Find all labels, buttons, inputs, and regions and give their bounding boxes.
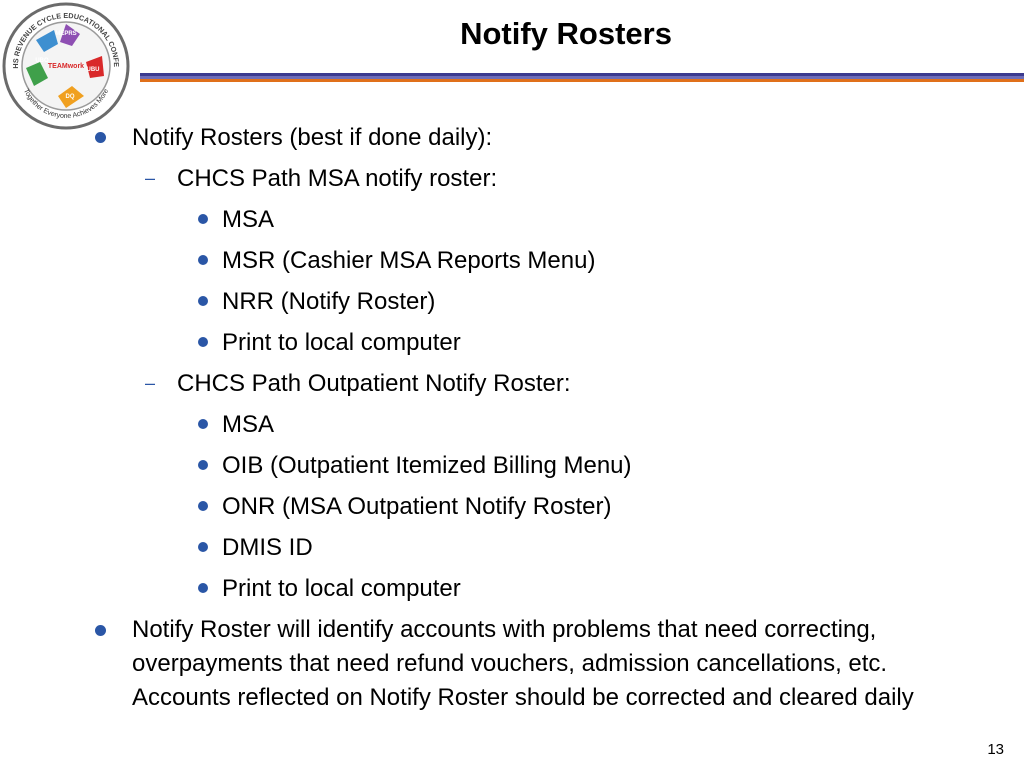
bullet-text: Notify Rosters (best if done daily): <box>132 124 493 151</box>
sub-sub-bullet-text: NRR (Notify Roster) <box>222 288 436 315</box>
sub-sub-bullet-text: MSA <box>222 411 275 438</box>
bullet-dot-icon <box>198 255 208 265</box>
sub-sub-bullet-item: MSA <box>198 404 275 445</box>
sub-sub-bullet-text: ONR (MSA Outpatient Notify Roster) <box>222 493 612 520</box>
sub-sub-bullet-text: Print to local computer <box>222 575 461 602</box>
logo-hand-label-4: DQ <box>66 94 75 100</box>
bullet-dot-icon <box>198 296 208 306</box>
bullet-dot-icon <box>95 132 106 143</box>
bullet-dot-icon <box>198 337 208 347</box>
sub-sub-bullet-text: DMIS ID <box>222 534 313 561</box>
logo-hands-icon <box>26 24 104 108</box>
sub-bullet-item: – CHCS Path MSA notify roster: <box>145 158 498 199</box>
dash-icon: – <box>145 168 156 188</box>
sub-sub-bullet-item: ONR (MSA Outpatient Notify Roster) <box>198 486 612 527</box>
bullet-dot-icon <box>198 501 208 511</box>
bullet-dot-icon <box>198 542 208 552</box>
bullet-dot-icon <box>198 460 208 470</box>
logo-center-text: TEAMwork <box>48 63 84 70</box>
logo-hand-label-2: UBO <box>35 58 49 64</box>
sub-sub-bullet-item: DMIS ID <box>198 527 313 568</box>
logo-hand-label-3: UBU <box>87 67 100 73</box>
conference-logo: 2011 MHS REVENUE CYCLE EDUCATIONAL CONFE… <box>0 0 130 130</box>
bullet-text: Notify Roster will identify accounts wit… <box>132 616 914 711</box>
sub-bullet-text: CHCS Path Outpatient Notify Roster: <box>177 370 571 397</box>
sub-sub-bullet-text: MSR (Cashier MSA Reports Menu) <box>222 247 596 274</box>
sub-sub-bullet-item: NRR (Notify Roster) <box>198 281 436 322</box>
bullet-dot-icon <box>198 419 208 429</box>
sub-sub-bullet-item: MSA <box>198 199 275 240</box>
sub-bullet-text: CHCS Path MSA notify roster: <box>177 165 498 192</box>
slide-title: Notify Rosters <box>460 16 672 51</box>
page-number: 13 <box>987 741 1004 758</box>
sub-sub-bullet-item: Print to local computer <box>198 568 461 609</box>
sub-sub-bullet-text: MSA <box>222 206 275 233</box>
bullet-item: Notify Rosters (best if done daily): <box>95 117 493 158</box>
sub-bullet-item: – CHCS Path Outpatient Notify Roster: <box>145 363 571 404</box>
sub-sub-bullet-item: Print to local computer <box>198 322 461 363</box>
bullet-dot-icon <box>198 583 208 593</box>
logo-hand-label-1: MEPRS <box>55 31 76 37</box>
sub-sub-bullet-item: MSR (Cashier MSA Reports Menu) <box>198 240 596 281</box>
sub-sub-bullet-text: OIB (Outpatient Itemized Billing Menu) <box>222 452 632 479</box>
bullet-dot-icon <box>198 214 208 224</box>
bullet-dot-icon <box>95 625 106 636</box>
sub-sub-bullet-text: Print to local computer <box>222 329 461 356</box>
sub-sub-bullet-item: OIB (Outpatient Itemized Billing Menu) <box>198 445 632 486</box>
title-divider <box>140 73 1024 82</box>
bullet-item: Notify Roster will identify accounts wit… <box>95 613 952 715</box>
dash-icon: – <box>145 373 156 393</box>
